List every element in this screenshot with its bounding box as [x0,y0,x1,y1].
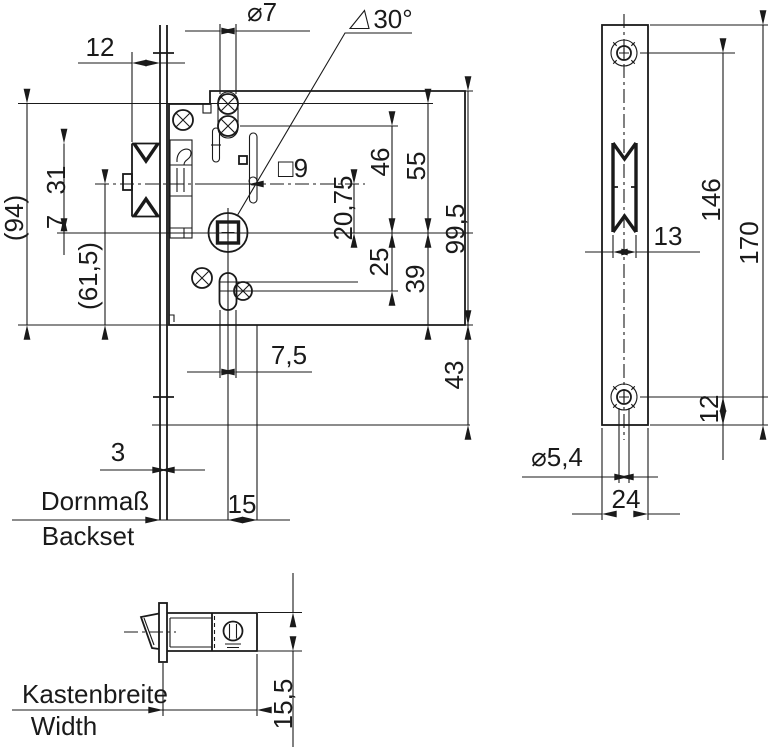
faceplate-strip [153,25,174,520]
case-width-label-en: Width [31,711,97,741]
faceplate-front-view: 13 146 170 12 ⌀5,4 24 [522,10,768,520]
screw-icon [191,267,213,289]
screw-icon [217,93,239,115]
dim-label-latch-height: 31 [41,166,71,195]
dim-label-screw-hole-diameter: ⌀5,4 [531,442,583,472]
spindle-square-hole [215,220,241,245]
dim-label-hole-to-spindle: 46 [365,148,395,177]
dim-label-case-thickness: 15,5 [268,679,298,730]
latch-spring-block [169,139,193,239]
spindle-hub-top [222,620,244,642]
screw-hole-icon [610,383,638,411]
dim-label-hole-diameter: ⌀7 [247,0,277,27]
dim-label-faceplate-thickness: 3 [111,437,125,467]
angle-leader-line [236,32,412,217]
faceplate-labels: 13 146 170 12 ⌀5,4 24 [531,178,764,514]
screw-icon [217,115,239,137]
lock-side-view: 12 ⌀7 30° □9 20,75 46 55 99,5 25 39 43 7… [0,0,473,551]
guide-slot [248,132,258,204]
backset-label-de: Dornmaß [41,486,149,516]
dim-label-latch-bottom-to-spindle: 7 [41,215,71,229]
top-view-labels: Kastenbreite Width 15,5 [22,679,298,741]
case-top-outline [167,612,258,652]
dim-label-case-bottom-to-plate-end: 43 [439,361,469,390]
top-view-dimensions [12,573,302,747]
cylinder-screw-slot [218,272,238,311]
faceplate-outline [601,24,649,426]
backset-label-en: Backset [42,521,135,551]
dim-label-faceplate-length: 170 [734,221,764,264]
side-view-labels: 12 ⌀7 30° □9 20,75 46 55 99,5 25 39 43 7… [0,0,470,551]
lock-mechanism-detail [169,91,258,311]
dim-label-angle: 30° [373,4,412,34]
dim-label-spindle-square: □9 [278,153,308,183]
screw-icon [233,281,253,301]
dim-label-spindle-to-case-bottom: 39 [400,265,430,294]
dim-label-ref-height: (94) [0,195,29,241]
dim-label-case-height: 99,5 [440,204,470,255]
small-square-hole [238,155,248,165]
dim-label-latch-width: 13 [654,221,683,251]
angle-icon [348,9,370,30]
dim-label-faceplate-width: 24 [612,484,641,514]
dim-label-slot-width: 7,5 [271,340,307,370]
lock-top-view: Kastenbreite Width 15,5 [12,573,302,747]
roller-latch-front [611,142,638,233]
dim-label-behind-spindle: 15 [228,489,257,519]
side-view-dimensions [12,9,472,524]
dim-label-screw-hole-to-edge: 12 [694,395,724,424]
faceplate-dimensions [522,10,768,520]
dim-label-screw-hole-spacing: 146 [696,178,726,221]
dim-label-faceplate-offset: 12 [86,32,115,62]
latch-wedge [139,612,160,650]
dim-label-latch-axis-to-case-bottom: (61,5) [73,242,103,310]
dim-label-spindle-to-slot: 25 [364,248,394,277]
spindle-hub [207,212,249,253]
screw-icon [172,109,194,131]
roller-latch-side [122,142,160,218]
dim-label-case-top-to-spindle: 55 [401,152,431,181]
screw-hole-icon [610,39,638,67]
case-width-label-de: Kastenbreite [22,679,168,709]
dim-label-latch-to-spindle: 20,75 [328,175,358,240]
